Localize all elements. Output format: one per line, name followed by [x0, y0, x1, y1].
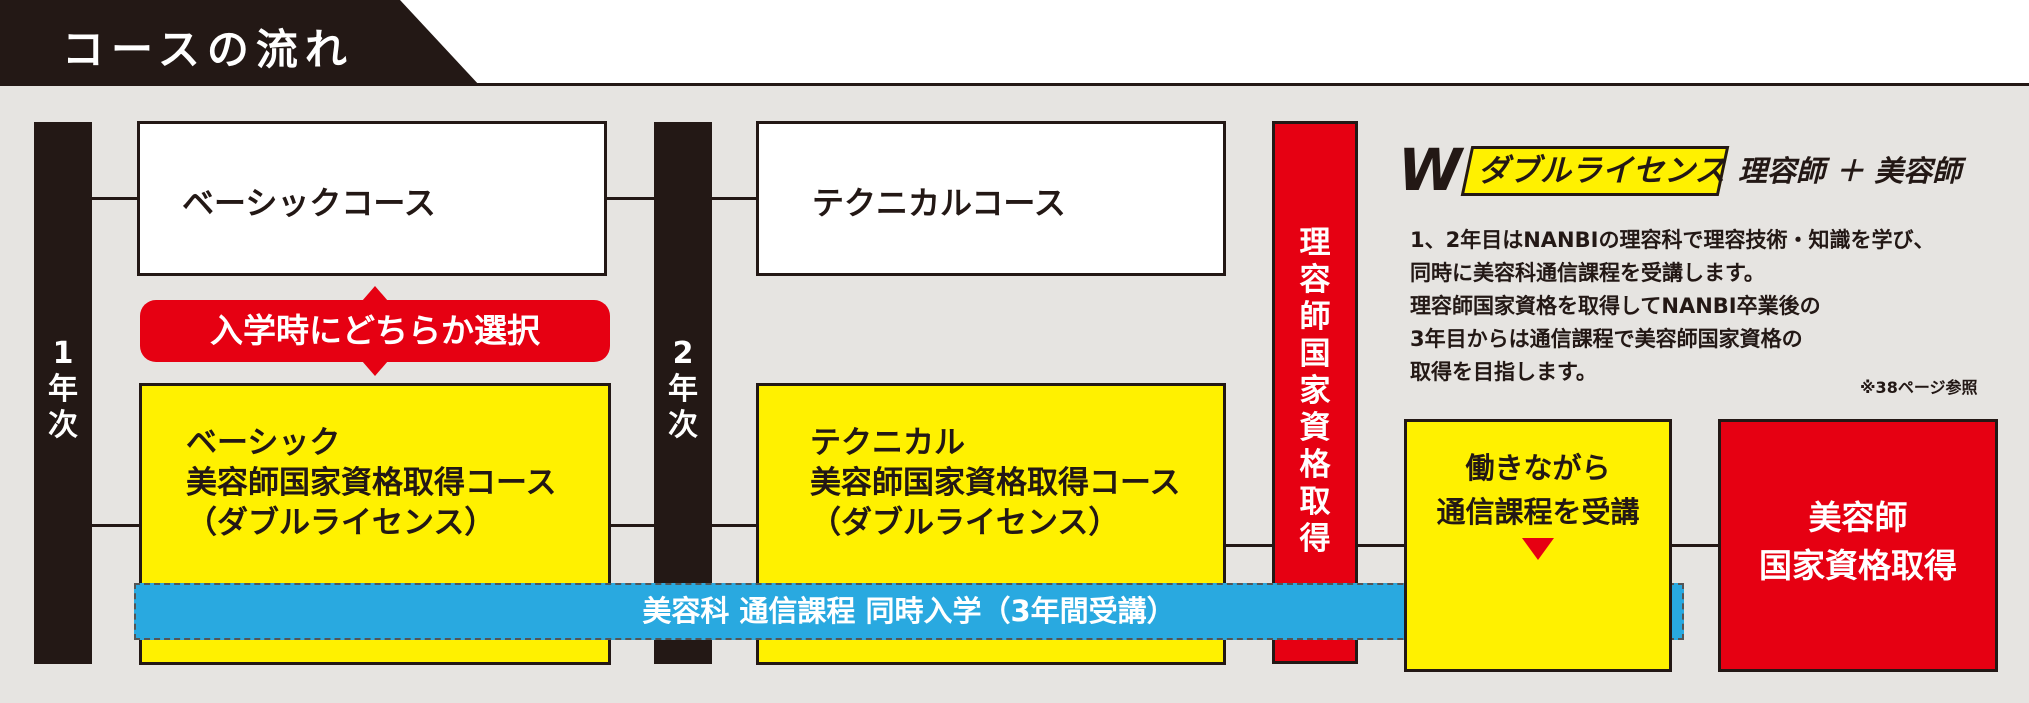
- barber-license-box: [1272, 121, 1358, 664]
- beautician-license-box: [1718, 419, 1998, 672]
- vertical-char: 理: [1299, 225, 1331, 261]
- connector-line: [92, 197, 140, 200]
- text-line: 通信課程を受講: [1436, 495, 1640, 529]
- double-license-subtitle: 理容師 ＋ 美容師: [1738, 154, 1962, 188]
- description-line: 1、2年目はNANBIの理容科で理容技術・知識を学び、: [1410, 228, 1935, 252]
- connector-line: [712, 524, 758, 527]
- year-1-bar: [34, 122, 92, 664]
- double-license-tag: ダブルライセンス: [1478, 153, 1726, 189]
- year-2-label: 2 年 次: [654, 336, 712, 444]
- connector-line: [1356, 544, 1406, 547]
- vertical-char: 資: [1299, 410, 1331, 446]
- year-label-char: 年: [668, 372, 698, 407]
- text-line: 国家資格取得: [1759, 546, 1957, 585]
- description-line: 3年目からは通信課程で美容師国家資格の: [1410, 327, 1803, 351]
- text-line: 働きながら: [1465, 451, 1611, 485]
- basic-course-label: ベーシックコース: [182, 184, 436, 222]
- page-title: コースの流れ: [62, 25, 354, 74]
- pill-arrow-up: [362, 286, 388, 301]
- connector-line: [606, 524, 656, 527]
- vertical-char: 家: [1299, 373, 1331, 409]
- description-line: 理容師国家資格を取得してNANBI卒業後の: [1410, 294, 1821, 318]
- vertical-char: 得: [1299, 521, 1331, 557]
- down-arrow-icon: [1522, 538, 1554, 560]
- year-1-label: 1 年 次: [34, 336, 92, 444]
- text-line: （ダブルライセンス）: [810, 505, 1120, 541]
- connector-line: [712, 197, 758, 200]
- technical-course-box: [756, 121, 1226, 276]
- vertical-char: 国: [1299, 336, 1331, 372]
- double-license-description: 1、2年目はNANBIの理容科で理容技術・知識を学び、 同時に美容科通信課程を受…: [1410, 224, 1990, 389]
- page-reference-note: ※38ページ参照: [1860, 378, 1978, 397]
- year-label-char: 1: [52, 336, 74, 371]
- vertical-char: 師: [1299, 299, 1331, 335]
- text-line: ベーシック: [186, 425, 341, 461]
- connector-line: [92, 524, 140, 527]
- basic-license-course-label: ベーシック 美容師国家資格取得コース （ダブルライセンス）: [186, 423, 556, 543]
- text-line: テクニカル: [810, 425, 965, 461]
- year-label-char: 2: [672, 336, 694, 371]
- description-line: 取得を目指します。: [1410, 360, 1597, 384]
- basic-course-box: [137, 121, 607, 276]
- text-line: （ダブルライセンス）: [186, 505, 496, 541]
- connector-line: [1670, 544, 1720, 547]
- year-label-char: 年: [48, 372, 78, 407]
- year-label-char: 次: [48, 408, 78, 443]
- text-line: 美容師: [1808, 498, 1908, 537]
- year-2-bar: [654, 122, 712, 664]
- barber-license-label: 理 容 師 国 家 資 格 取 得: [1275, 225, 1355, 558]
- connector-line: [1224, 544, 1274, 547]
- beautician-license-label: 美容師 国家資格取得: [1718, 494, 1998, 590]
- selection-badge: 入学時にどちらか選択: [140, 300, 610, 362]
- description-line: 同時に美容科通信課程を受講します。: [1410, 261, 1765, 285]
- text-line: 美容師国家資格取得コース: [186, 465, 557, 501]
- pill-arrow-down: [362, 361, 388, 376]
- title-tab: [0, 0, 480, 86]
- w-mark: W: [1398, 136, 1462, 204]
- technical-course-label: テクニカルコース: [812, 184, 1066, 222]
- year-label-char: 次: [668, 408, 698, 443]
- connector-line: [606, 197, 656, 200]
- header-rule: [0, 83, 2029, 86]
- technical-license-course-label: テクニカル 美容師国家資格取得コース （ダブルライセンス）: [810, 423, 1180, 543]
- vertical-char: 格: [1299, 447, 1331, 483]
- work-study-label: 働きながら 通信課程を受講: [1404, 446, 1672, 534]
- vertical-char: 容: [1299, 262, 1331, 298]
- vertical-char: 取: [1299, 484, 1331, 520]
- text-line: 美容師国家資格取得コース: [810, 465, 1181, 501]
